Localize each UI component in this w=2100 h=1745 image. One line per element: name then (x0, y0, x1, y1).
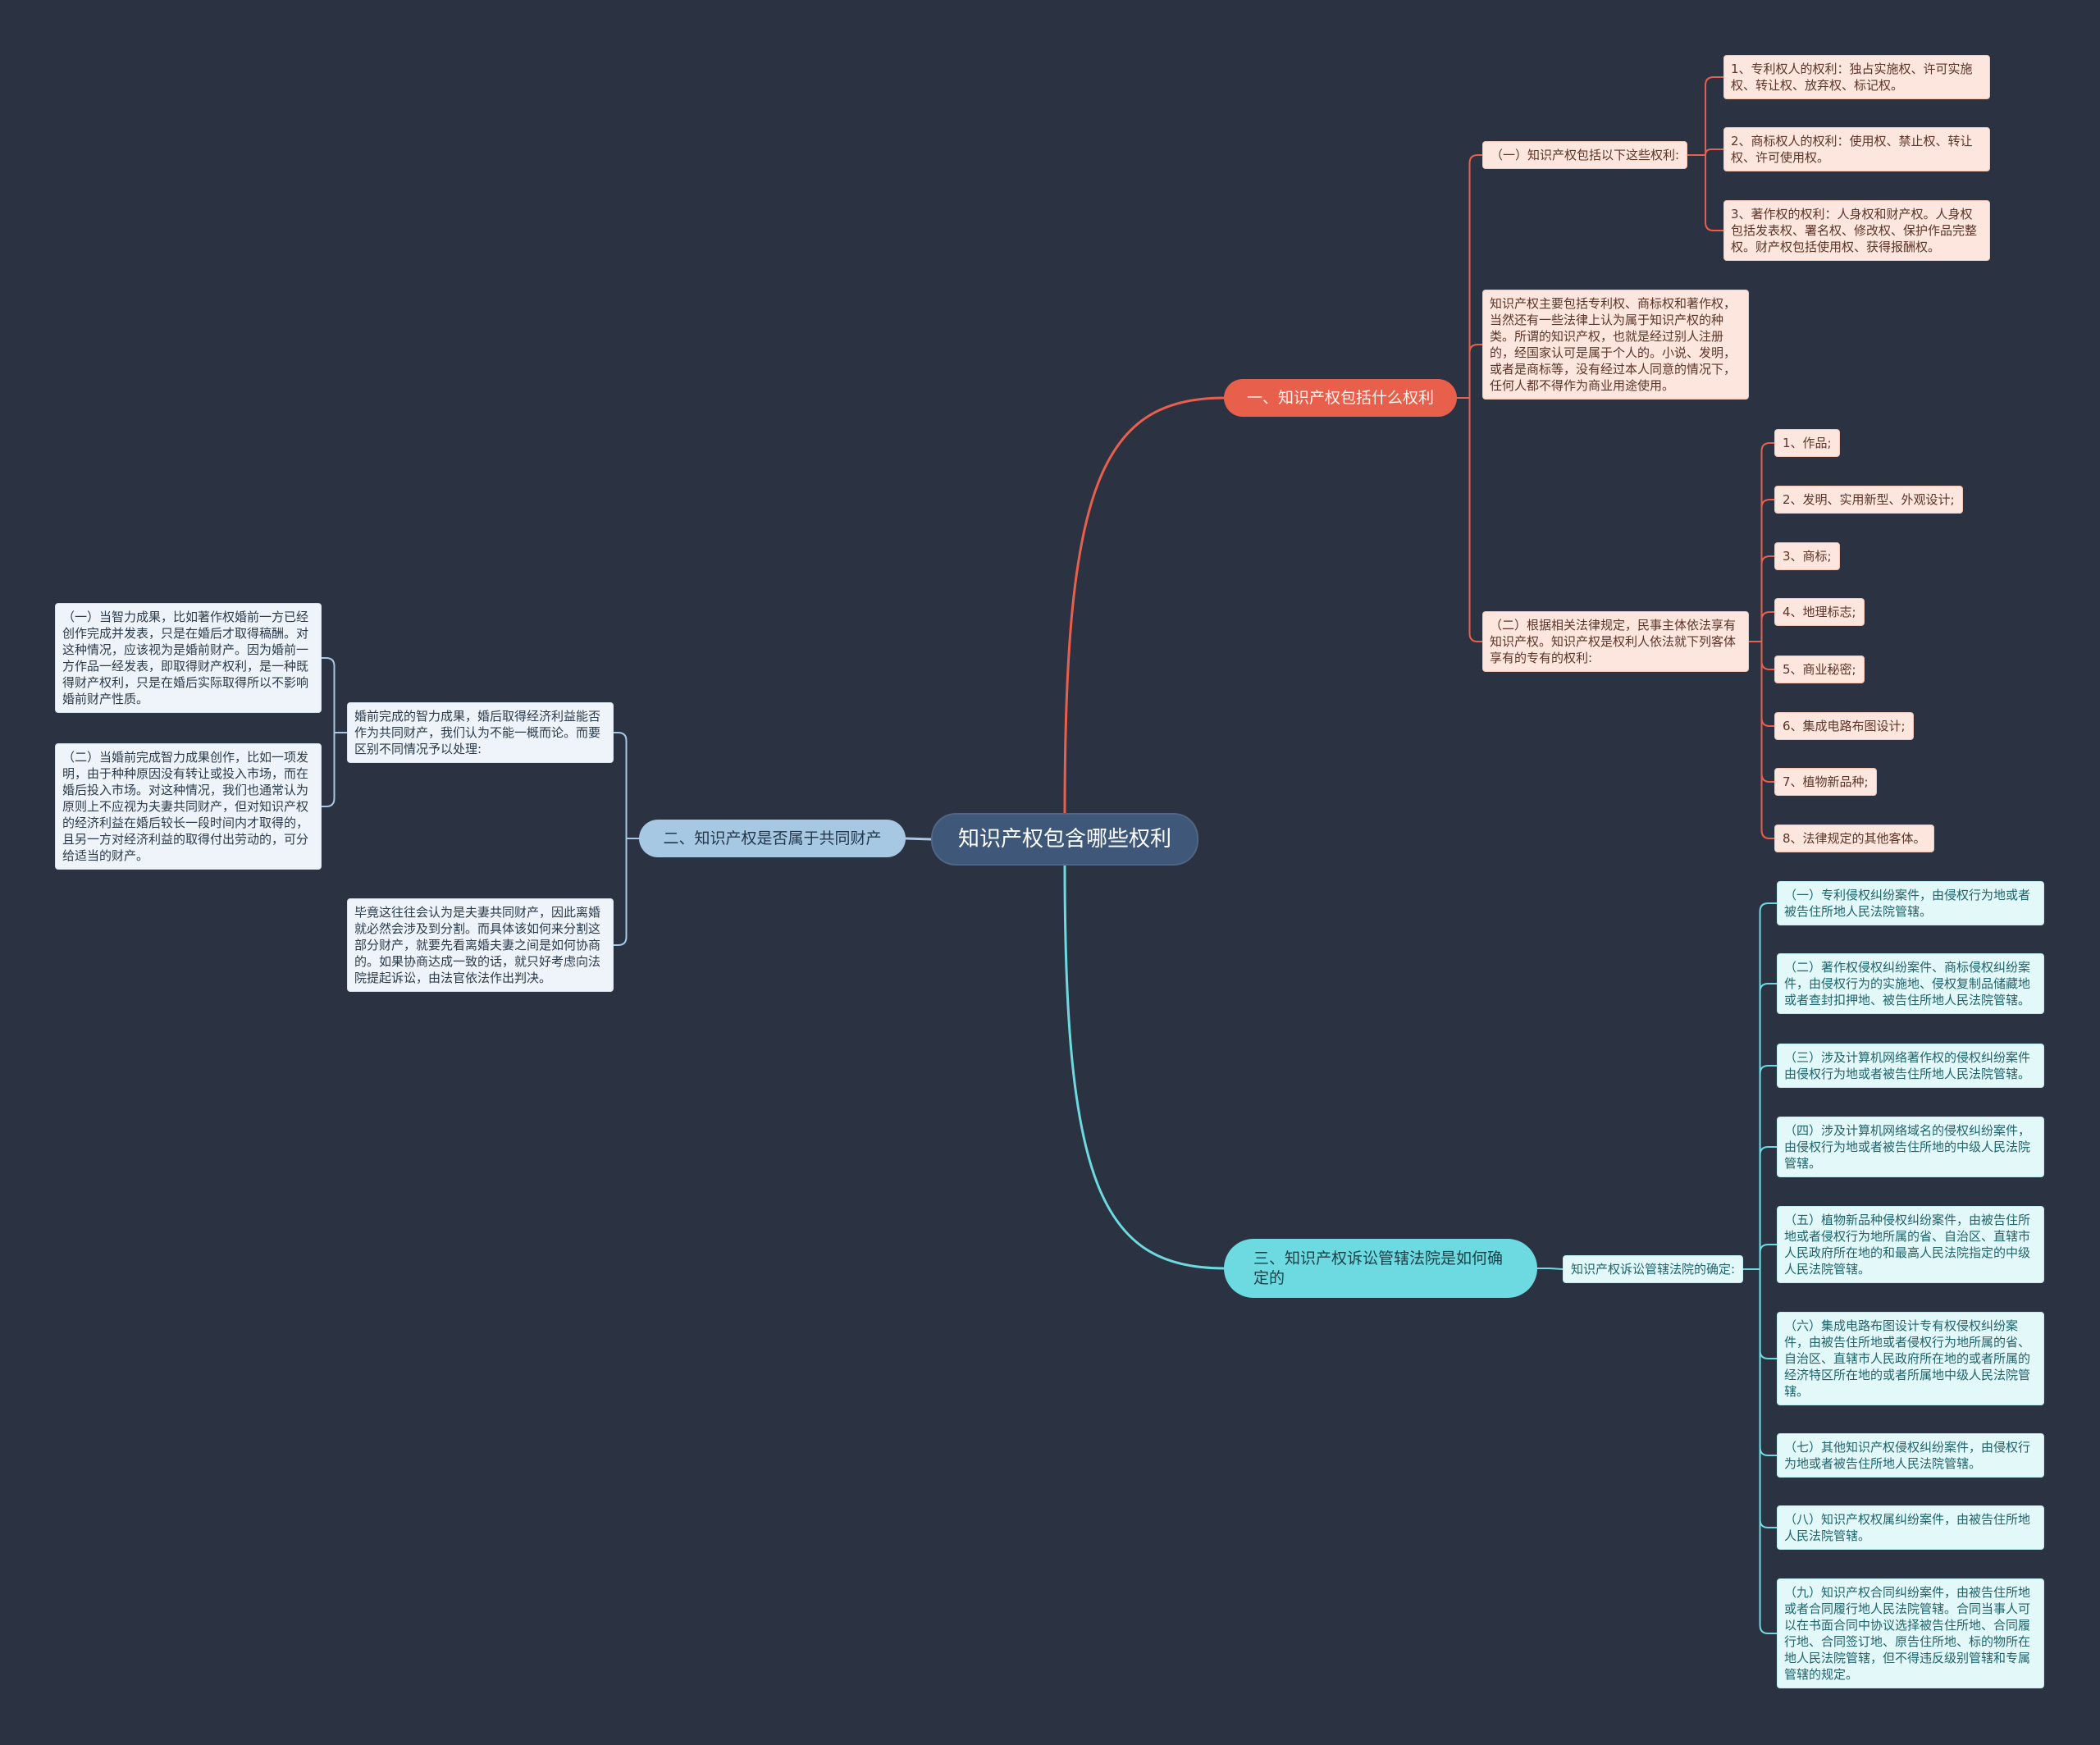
connector-b2-b2a (613, 732, 640, 839)
rights-item[interactable]: 3、著作权的权利：人身权和财产权。人身权包括发表权、署名权、修改权、保护作品完整… (1723, 200, 1990, 261)
jurisdiction-item[interactable]: （五）植物新品种侵权纠纷案件，由被告住所地或者侵权行为地所属的省、自治区、直辖市… (1777, 1206, 2044, 1283)
protected-object-item[interactable]: 2、发明、实用新型、外观设计; (1774, 486, 1963, 514)
connector-b3a-b3a-2 (1742, 1065, 1778, 1270)
subtopic-divorce-division[interactable]: 毕竟这往往会认为是夫妻共同财产，因此离婚就必然会涉及到分割。而具体该如何来分割这… (347, 898, 614, 992)
jurisdiction-item[interactable]: （八）知识产权权属纠纷案件，由被告住所地人民法院管辖。 (1777, 1505, 2044, 1550)
protected-object-item[interactable]: 5、商业秘密; (1774, 656, 1865, 683)
root-topic[interactable]: 知识产权包含哪些权利 (931, 813, 1198, 866)
connector-b1c-b1c-2 (1748, 555, 1775, 642)
jurisdiction-item[interactable]: （三）涉及计算机网络著作权的侵权纠纷案件由侵权行为地或者被告住所地人民法院管辖。 (1777, 1044, 2044, 1088)
connector-b1c-b1c-3 (1748, 611, 1775, 642)
branch-topic-1[interactable]: 一、知识产权包括什么权利 (1224, 379, 1457, 417)
connector-b3a-b3a-8 (1742, 1268, 1778, 1634)
connector-b3-b3a (1536, 1268, 1564, 1270)
connector-b1-b1c (1456, 397, 1483, 642)
subtopic-premarital-results[interactable]: 婚前完成的智力成果，婚后取得经济利益能否作为共同财产，我们认为不能一概而论。而要… (347, 702, 614, 763)
connector-b3a-b3a-1 (1742, 983, 1778, 1270)
premarital-case-item[interactable]: （二）当婚前完成智力成果创作，比如一项发明，由于种种原因没有转让或投入市场，而在… (55, 743, 322, 870)
jurisdiction-item[interactable]: （四）涉及计算机网络域名的侵权纠纷案件，由侵权行为地或者被告住所地的中级人民法院… (1777, 1117, 2044, 1177)
jurisdiction-item[interactable]: （二）著作权侵权纠纷案件、商标侵权纠纷案件，由侵权行为的实施地、侵权复制品储藏地… (1777, 953, 2044, 1014)
connector-b1-b1b (1456, 344, 1483, 399)
jurisdiction-item[interactable]: （一）专利侵权纠纷案件，由侵权行为地或者被告住所地人民法院管辖。 (1777, 881, 2044, 925)
protected-object-item[interactable]: 1、作品; (1774, 429, 1840, 457)
protected-object-item[interactable]: 4、地理标志; (1774, 598, 1865, 626)
protected-object-item[interactable]: 6、集成电路布图设计; (1774, 712, 1914, 740)
connector-b2a-b2a-1 (321, 732, 348, 807)
connector-b2-b2b (613, 838, 640, 946)
connector-root-b2 (904, 837, 933, 841)
connector-b3a-b3a-3 (1742, 1146, 1778, 1270)
branch-topic-2[interactable]: 二、知识产权是否属于共同财产 (639, 820, 906, 857)
connector-b1c-b1c-0 (1748, 442, 1775, 642)
connector-b1a-b1a-2 (1687, 154, 1724, 231)
connector-b2a-b2a-0 (321, 657, 348, 733)
protected-object-item[interactable]: 3、商标; (1774, 542, 1840, 570)
connector-root-b1 (1063, 396, 1226, 815)
connector-b1a-b1a-0 (1687, 76, 1724, 156)
jurisdiction-item[interactable]: （七）其他知识产权侵权纠纷案件，由侵权行为地或者被告住所地人民法院管辖。 (1777, 1433, 2044, 1478)
connector-b1-b1a (1456, 154, 1483, 399)
rights-item[interactable]: 2、商标权人的权利：使用权、禁止权、转让权、许可使用权。 (1723, 127, 1990, 171)
branch-topic-3[interactable]: 三、知识产权诉讼管辖法院是如何确定的 (1224, 1239, 1537, 1298)
subtopic-jurisdiction-rules[interactable]: 知识产权诉讼管辖法院的确定: (1563, 1255, 1744, 1283)
premarital-case-item[interactable]: （一）当智力成果，比如著作权婚前一方已经创作完成并发表，只是在婚后才取得稿酬。对… (55, 603, 322, 713)
subtopic-rights-list[interactable]: （一）知识产权包括以下这些权利: (1482, 141, 1688, 169)
protected-object-item[interactable]: 7、植物新品种; (1774, 768, 1877, 796)
subtopic-ip-summary[interactable]: 知识产权主要包括专利权、商标权和著作权，当然还有一些法律上认为属于知识产权的种类… (1482, 290, 1749, 400)
jurisdiction-item[interactable]: （九）知识产权合同纠纷案件，由被告住所地或者合同履行地人民法院管辖。合同当事人可… (1777, 1578, 2044, 1688)
connector-b1c-b1c-7 (1748, 641, 1775, 839)
connector-b3a-b3a-4 (1742, 1244, 1778, 1270)
connector-b1c-b1c-1 (1748, 499, 1775, 642)
connector-root-b3 (1063, 864, 1226, 1270)
connector-b3a-b3a-0 (1742, 902, 1778, 1270)
rights-item[interactable]: 1、专利权人的权利：独占实施权、许可实施权、转让权、放弃权、标记权。 (1723, 55, 1990, 99)
subtopic-protected-objects[interactable]: （二）根据相关法律规定，民事主体依法享有知识产权。知识产权是权利人依法就下列客体… (1482, 611, 1749, 672)
protected-object-item[interactable]: 8、法律规定的其他客体。 (1774, 825, 1934, 852)
jurisdiction-item[interactable]: （六）集成电路布图设计专有权侵权纠纷案件，由被告住所地或者侵权行为地所属的省、自… (1777, 1312, 2044, 1405)
